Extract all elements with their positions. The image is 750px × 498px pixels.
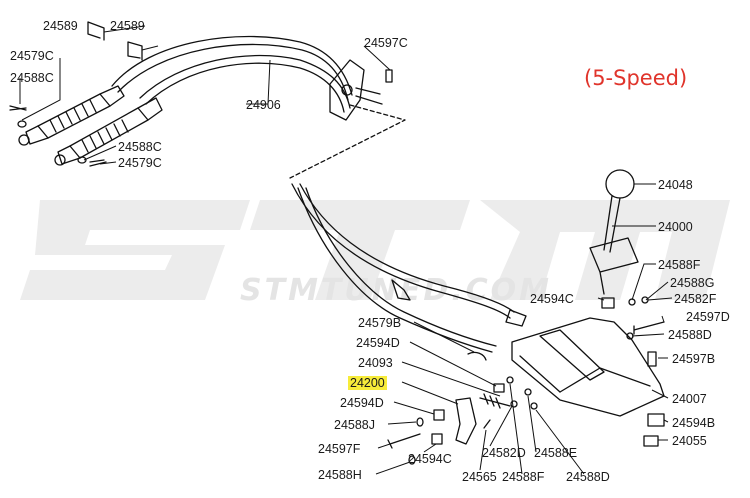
label-24588j: 24588J bbox=[334, 418, 376, 432]
label-24589-a: 24589 bbox=[43, 19, 78, 33]
label-24588e: 24588E bbox=[534, 446, 578, 460]
label-24582d: 24582D bbox=[482, 446, 526, 460]
label-24565: 24565 bbox=[462, 470, 497, 484]
washer-24588c-top bbox=[17, 120, 27, 128]
bolt-24597c bbox=[385, 69, 393, 83]
label-24597b: 24597B bbox=[672, 352, 716, 366]
label-24594b: 24594B bbox=[672, 416, 716, 430]
bolt-24597f bbox=[387, 433, 421, 449]
lever-24200 bbox=[455, 397, 477, 445]
label-24200: 24200 bbox=[348, 376, 387, 390]
label-24597f: 24597F bbox=[318, 442, 361, 456]
washer-24588e bbox=[524, 388, 532, 396]
label-24594c-b: 24594C bbox=[408, 452, 452, 466]
label-24588c-top: 24588C bbox=[10, 71, 54, 85]
bushing-24594c-b bbox=[431, 433, 443, 445]
bushing-24594c-r bbox=[601, 297, 615, 309]
washer-24588f-b bbox=[506, 376, 514, 384]
clip-24579c-bot bbox=[89, 159, 107, 167]
label-24906: 24906 bbox=[246, 98, 281, 112]
label-24000: 24000 bbox=[658, 220, 693, 234]
label-24589-b: 24589 bbox=[110, 19, 145, 33]
washer-24588g bbox=[641, 296, 649, 304]
cable-24906-upper bbox=[111, 35, 353, 96]
label-24579b: 24579B bbox=[358, 316, 402, 330]
shift-lever-24000 bbox=[603, 195, 621, 253]
bushing-24594d-b bbox=[433, 409, 445, 421]
spring-24565 bbox=[479, 393, 511, 409]
cable-boot-upper bbox=[37, 93, 111, 139]
bolt-24597d bbox=[633, 321, 665, 335]
label-24588f-b: 24588F bbox=[502, 470, 545, 484]
clip-24589-a bbox=[87, 21, 105, 41]
bushing-24594d-t bbox=[493, 383, 505, 393]
label-24582f: 24582F bbox=[674, 292, 717, 306]
shift-knob-24048 bbox=[605, 169, 635, 199]
nut-24055 bbox=[643, 435, 659, 447]
label-24007: 24007 bbox=[672, 392, 707, 406]
washer-24582d bbox=[510, 400, 518, 408]
label-24594c-r: 24594C bbox=[530, 292, 574, 306]
label-24588h: 24588H bbox=[318, 468, 362, 482]
label-24093: 24093 bbox=[358, 356, 393, 370]
washer-24588c-bot bbox=[77, 156, 87, 164]
pin-24565 bbox=[483, 419, 491, 429]
label-24579c-bot: 24579C bbox=[118, 156, 162, 170]
label-24594d-t: 24594D bbox=[356, 336, 400, 350]
label-24048: 24048 bbox=[658, 178, 693, 192]
clip-24579c-top bbox=[9, 105, 27, 111]
cable-lower bbox=[291, 183, 511, 319]
clip-24579b bbox=[467, 351, 487, 361]
transmission-type-title: (5-Speed) bbox=[584, 66, 688, 90]
shifter-housing-24007 bbox=[511, 317, 665, 417]
label-24055: 24055 bbox=[672, 434, 707, 448]
cable-connector-dash bbox=[289, 104, 406, 179]
label-24588d-b: 24588D bbox=[566, 470, 610, 484]
label-24588d-r: 24588D bbox=[668, 328, 712, 342]
washer-24588j bbox=[416, 417, 424, 427]
label-24588f-r: 24588F bbox=[658, 258, 701, 272]
cable-bracket bbox=[329, 59, 365, 121]
label-24579c-top: 24579C bbox=[10, 49, 54, 63]
label-24597d: 24597D bbox=[686, 310, 730, 324]
label-24594d-b: 24594D bbox=[340, 396, 384, 410]
label-24588g: 24588G bbox=[670, 276, 715, 290]
label-24597c: 24597C bbox=[364, 36, 408, 50]
clip-24589-b bbox=[127, 41, 143, 61]
label-24588c-bot: 24588C bbox=[118, 140, 162, 154]
washer-24588h bbox=[408, 455, 416, 465]
bolt-24597b bbox=[647, 351, 657, 367]
bushing-24594b bbox=[647, 413, 665, 427]
washer-24588d-b bbox=[530, 402, 538, 410]
